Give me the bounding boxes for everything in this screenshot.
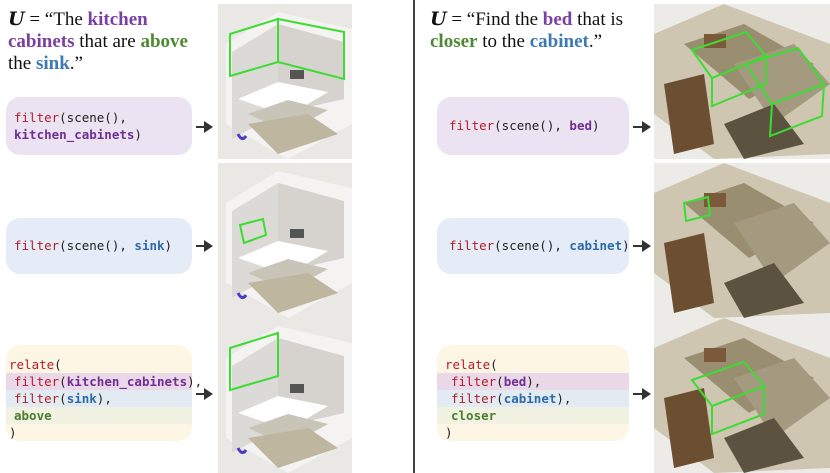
- utterance-text: .”: [588, 31, 603, 52]
- relation-keyword: closer: [430, 31, 478, 52]
- code-text: ): [164, 238, 173, 253]
- function-name: filter: [14, 110, 60, 125]
- code-text: (scene(),: [59, 238, 135, 253]
- code-argument: sink: [66, 391, 97, 406]
- scene-render-bedroom-beds: [654, 4, 830, 159]
- code-argument: bed: [503, 374, 527, 389]
- right-example-panel: U = “Find the bed that is closer to the …: [418, 0, 830, 473]
- utterance-text: to the: [477, 31, 530, 52]
- anchor-keyword: cabinet: [529, 31, 589, 52]
- function-name: relate: [445, 357, 491, 372]
- scene-render-kitchen-cabinets: [218, 4, 352, 159]
- arrow-right-icon: [196, 121, 213, 133]
- relate-relation-line: above: [6, 407, 192, 424]
- code-text: ): [622, 238, 630, 253]
- function-name: filter: [14, 391, 60, 406]
- relation-argument: closer: [451, 408, 497, 423]
- code-text: ): [134, 127, 142, 142]
- function-name: filter: [449, 238, 495, 253]
- utterance-text: = “The: [24, 9, 88, 30]
- left-example-panel: U = “The kitchen cabinets that are above…: [0, 0, 410, 473]
- code-argument: kitchen_cabinets: [14, 127, 135, 142]
- code-argument: sink: [134, 238, 165, 253]
- arrow-right-icon: [633, 388, 651, 400]
- code-text: ): [445, 425, 453, 440]
- code-argument: kitchen_cabinets: [66, 374, 188, 389]
- utterance-text: .”: [69, 53, 83, 74]
- scene-render-kitchen-sink: [218, 163, 352, 318]
- relation-argument: above: [14, 408, 52, 423]
- function-name: filter: [14, 238, 60, 253]
- utterance-right: U = “Find the bed that is closer to the …: [430, 8, 645, 53]
- panel-divider: [413, 0, 415, 473]
- target-keyword: kitchen cabinets: [8, 9, 148, 52]
- code-text: (: [490, 357, 498, 372]
- function-name: filter: [451, 374, 497, 389]
- code-text: ),: [526, 374, 542, 389]
- relate-relation-line: closer: [437, 407, 629, 424]
- function-name: filter: [14, 374, 60, 389]
- code-box-filter-target: filter(scene(), bed): [437, 97, 629, 155]
- relate-target-line: filter(kitchen_cabinets),: [6, 373, 202, 390]
- arrow-right-icon: [196, 388, 213, 400]
- code-text: ): [9, 425, 17, 440]
- code-argument: bed: [569, 118, 592, 133]
- utterance-text: that are: [74, 31, 141, 52]
- code-box-filter-anchor: filter(scene(), cabinet): [437, 218, 630, 274]
- scene-render-bedroom-result: [654, 318, 830, 473]
- code-box-relate: relate( filter(kitchen_cabinets), filter…: [6, 345, 202, 441]
- relate-target-line: filter(bed),: [437, 373, 629, 390]
- function-name: filter: [449, 118, 495, 133]
- code-text: ),: [96, 391, 112, 406]
- utterance-text: that is: [572, 9, 624, 30]
- code-text: ),: [187, 374, 203, 389]
- utterance-symbol: U: [430, 8, 447, 30]
- target-keyword: bed: [542, 9, 573, 30]
- code-box-filter-anchor: filter(scene(), sink): [6, 218, 192, 274]
- function-name: filter: [451, 391, 497, 406]
- code-box-filter-target: filter(scene(), kitchen_cabinets): [6, 97, 192, 155]
- arrow-right-icon: [633, 121, 651, 133]
- scene-render-bedroom-cabinet: [654, 163, 830, 318]
- arrow-right-icon: [633, 240, 651, 252]
- scene-render-kitchen-result: [218, 318, 352, 473]
- relate-anchor-line: filter(sink),: [6, 390, 192, 407]
- code-text: (: [54, 357, 62, 372]
- code-text: (scene(),: [494, 118, 570, 133]
- utterance-text: the: [8, 53, 36, 74]
- relate-anchor-line: filter(cabinet),: [437, 390, 629, 407]
- utterance-left: U = “The kitchen cabinets that are above…: [8, 8, 208, 75]
- utterance-symbol: U: [8, 8, 25, 30]
- anchor-keyword: sink: [35, 53, 70, 74]
- arrow-right-icon: [196, 240, 213, 252]
- function-name: relate: [9, 357, 55, 372]
- code-argument: cabinet: [503, 391, 557, 406]
- code-text: ),: [556, 391, 572, 406]
- code-text: ): [592, 118, 600, 133]
- code-text: (scene(),: [59, 110, 127, 125]
- code-argument: cabinet: [569, 238, 623, 253]
- code-box-relate: relate( filter(bed), filter(cabinet), cl…: [437, 345, 629, 441]
- relation-keyword: above: [140, 31, 188, 52]
- code-text: (scene(),: [494, 238, 570, 253]
- utterance-text: = “Find the: [446, 9, 543, 30]
